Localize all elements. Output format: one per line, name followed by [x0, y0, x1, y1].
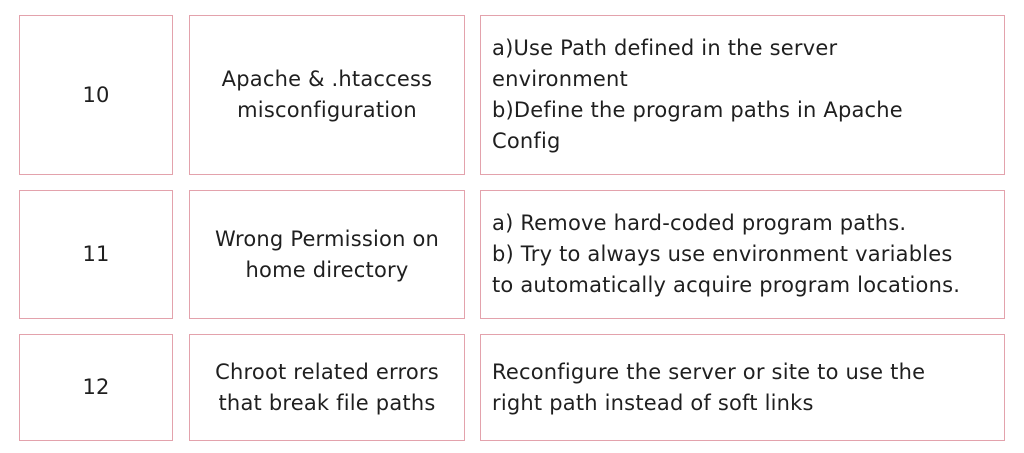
solution-text: a) Remove hard-coded program paths. b) T… — [492, 211, 961, 297]
error-description: Chroot related errors that break file pa… — [215, 359, 439, 415]
table-cell-number: 12 — [19, 334, 173, 441]
error-description: Apache & .htaccess misconfiguration — [221, 67, 433, 122]
table-cell-number: 11 — [19, 190, 173, 319]
table-cell-error: Chroot related errors that break file pa… — [189, 334, 465, 441]
solution-text: Reconfigure the server or site to use th… — [492, 359, 926, 415]
row-number: 10 — [82, 82, 110, 107]
error-description: Wrong Permission on home directory — [214, 226, 440, 282]
table-cell-error: Wrong Permission on home directory — [189, 190, 465, 319]
solution-text: a)Use Path defined in the server environ… — [492, 36, 903, 153]
table-cell-solution: Reconfigure the server or site to use th… — [480, 334, 1005, 441]
table-cell-solution: a)Use Path defined in the server environ… — [480, 15, 1005, 175]
row-number: 12 — [82, 375, 110, 399]
row-number: 11 — [82, 242, 110, 266]
table-cell-number: 10 — [19, 15, 173, 175]
table-cell-error: Apache & .htaccess misconfiguration — [189, 15, 465, 175]
table-cell-solution: a) Remove hard-coded program paths. b) T… — [480, 190, 1005, 319]
